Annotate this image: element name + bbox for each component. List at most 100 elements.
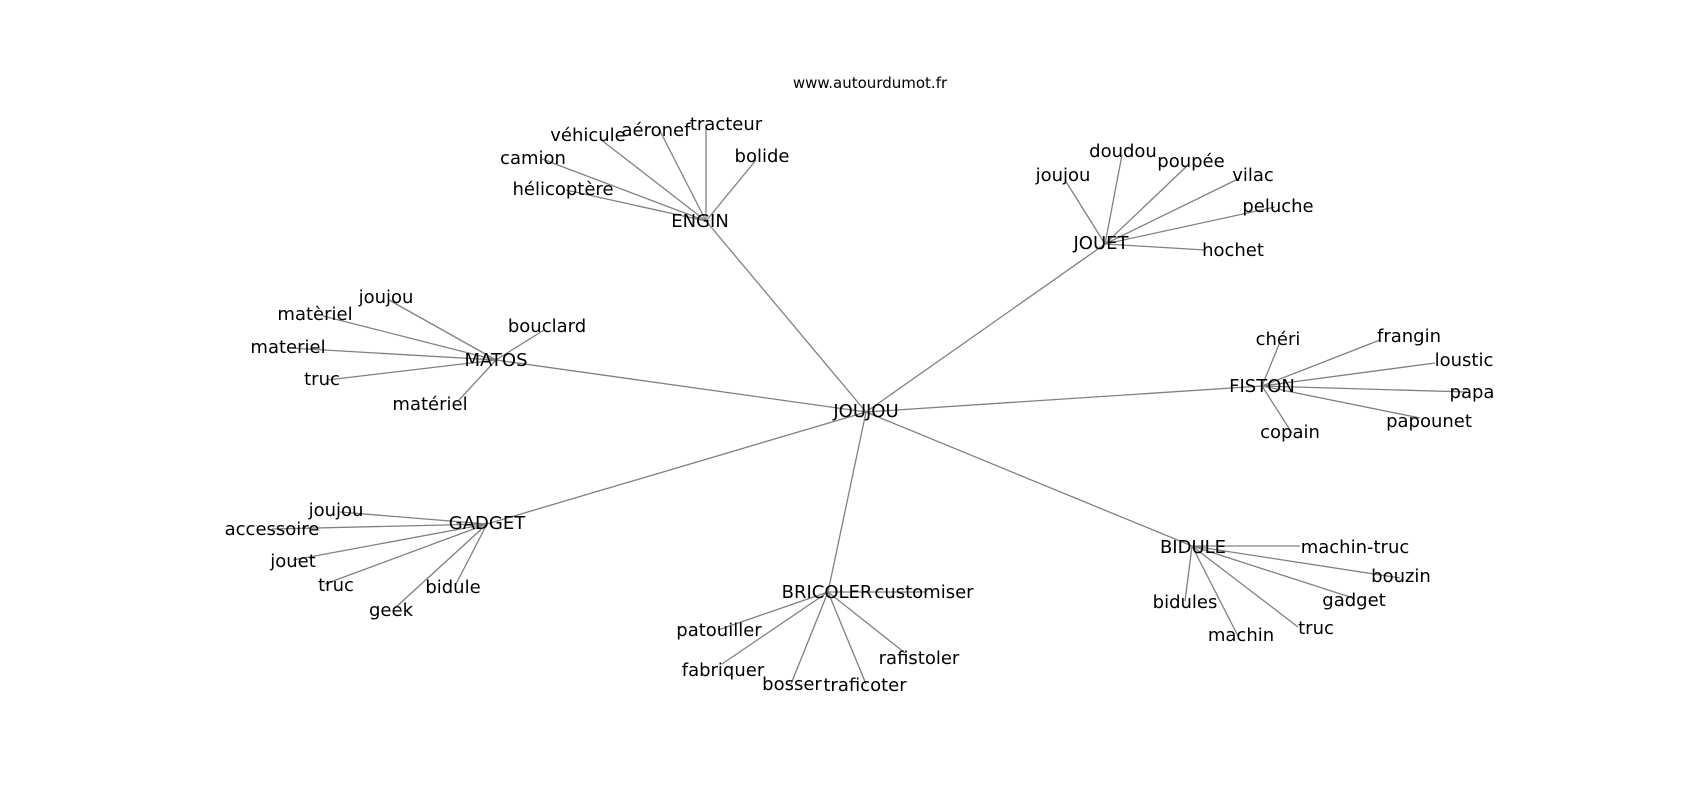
edge-bricoler-child <box>827 591 906 654</box>
edge-jouet-child <box>1104 164 1189 245</box>
leaf-node-engin: véhicule <box>550 125 626 146</box>
leaf-node-matos: matèriel <box>277 304 352 325</box>
hub-node-bidule: BIDULE <box>1160 537 1226 558</box>
leaf-node-fiston: papounet <box>1386 411 1472 432</box>
edge-matos-child <box>326 359 497 381</box>
edge-bidule-child <box>1191 545 1354 599</box>
hub-node-engin: ENGIN <box>671 211 729 232</box>
leaf-node-gadget: geek <box>369 600 414 621</box>
leaf-node-gadget: truc <box>318 575 354 596</box>
leaf-node-matos: matériel <box>392 394 467 415</box>
leaf-node-jouet: vilac <box>1232 165 1274 186</box>
edge-engin-child <box>659 130 707 222</box>
edge-gadget-child <box>292 523 488 561</box>
edge-bidule-child <box>1184 545 1193 602</box>
leaf-node-bidule: machin <box>1208 625 1274 646</box>
leaf-node-matos: bouclard <box>508 316 586 337</box>
edge-bricoler-child <box>827 591 867 685</box>
edge-fiston-child <box>1261 385 1293 434</box>
leaf-node-matos: truc <box>304 369 340 390</box>
leaf-node-gadget: jouet <box>269 551 316 572</box>
leaf-node-engin: bolide <box>735 146 790 167</box>
leaf-node-jouet: doudou <box>1089 141 1157 162</box>
edge-bricoler-child <box>721 591 829 665</box>
hub-node-matos: MATOS <box>464 350 527 371</box>
edge-root-jouet <box>865 243 1106 413</box>
leaf-node-bricoler: patouiller <box>676 620 762 641</box>
leaf-node-bidule: gadget <box>1322 590 1385 611</box>
edge-fiston-child <box>1261 362 1436 387</box>
hub-node-gadget: GADGET <box>449 513 526 534</box>
edge-jouet-child <box>1104 154 1123 245</box>
edge-jouet-child <box>1064 179 1106 245</box>
leaf-node-jouet: hochet <box>1202 240 1264 261</box>
leaf-node-engin: camion <box>500 148 566 169</box>
leaf-node-jouet: joujou <box>1035 165 1091 186</box>
leaf-node-bricoler: traficoter <box>823 675 907 696</box>
edge-root-gadget <box>486 411 867 525</box>
leaf-node-fiston: copain <box>1260 422 1320 443</box>
leaf-node-jouet: poupée <box>1157 151 1224 172</box>
leaf-node-engin: aéronef <box>622 120 692 141</box>
edge-matos-child <box>322 315 497 361</box>
leaf-node-fiston: frangin <box>1377 326 1441 347</box>
leaf-node-matos: joujou <box>358 287 414 308</box>
edge-root-bidule <box>865 411 1193 547</box>
leaf-node-engin: tracteur <box>690 114 763 135</box>
edge-fiston-child <box>1261 385 1421 419</box>
edge-bidule-child <box>1191 545 1401 579</box>
edge-fiston-child <box>1261 341 1281 387</box>
leaf-node-bidule: bidules <box>1153 592 1218 613</box>
leaf-node-fiston: chéri <box>1256 329 1301 350</box>
edge-root-bricoler <box>827 411 867 593</box>
edge-jouet-child <box>1104 243 1206 251</box>
edge-jouet-child <box>1104 206 1276 245</box>
edge-gadget-child <box>324 523 488 585</box>
leaf-node-fiston: loustic <box>1435 350 1494 371</box>
edge-bidule-child <box>1191 545 1239 637</box>
root-node: JOUJOU <box>832 401 898 422</box>
edge-gadget-child <box>454 523 488 587</box>
leaf-node-bricoler: customiser <box>874 582 974 603</box>
leaf-node-bricoler: bosser <box>762 674 822 695</box>
edge-engin-child <box>705 159 757 222</box>
leaf-node-fiston: papa <box>1450 382 1495 403</box>
source-label: www.autourdumot.fr <box>793 74 948 92</box>
edge-fiston-child <box>1261 385 1468 393</box>
leaf-node-bidule: machin-truc <box>1301 537 1410 558</box>
edge-root-engin <box>705 220 867 413</box>
edge-gadget-child <box>271 523 488 530</box>
hub-node-fiston: FISTON <box>1229 376 1295 397</box>
leaf-node-engin: hélicoptère <box>512 179 613 200</box>
edge-matos-child <box>289 347 497 361</box>
hub-node-bricoler: BRICOLER <box>782 582 873 603</box>
leaf-node-gadget: accessoire <box>225 519 320 540</box>
leaf-node-bidule: bouzin <box>1371 566 1431 587</box>
edge-engin-child <box>541 158 707 222</box>
edge-bidule-child <box>1191 545 1299 628</box>
edges-layer <box>271 125 1468 685</box>
leaf-node-jouet: peluche <box>1242 196 1313 217</box>
edge-matos-child <box>458 359 497 401</box>
edge-bricoler-child <box>717 591 829 631</box>
edge-gadget-child <box>339 511 488 525</box>
hub-node-jouet: JOUET <box>1072 233 1129 254</box>
edge-root-fiston <box>865 385 1263 413</box>
leaf-node-gadget: bidule <box>425 577 480 598</box>
edge-matos-child <box>388 299 497 361</box>
edge-matos-child <box>495 329 545 361</box>
edge-bricoler-child <box>790 591 829 685</box>
edge-fiston-child <box>1261 339 1381 387</box>
leaf-node-gadget: joujou <box>308 500 364 521</box>
edge-root-matos <box>495 359 867 413</box>
leaf-node-bricoler: fabriquer <box>682 660 765 681</box>
edge-jouet-child <box>1104 177 1241 245</box>
leaf-node-bidule: truc <box>1298 618 1334 639</box>
edge-engin-child <box>565 189 707 222</box>
edge-engin-child <box>599 138 707 222</box>
leaf-node-matos: materiel <box>250 337 325 358</box>
edge-gadget-child <box>394 523 488 609</box>
leaf-node-bricoler: rafistoler <box>879 648 960 669</box>
